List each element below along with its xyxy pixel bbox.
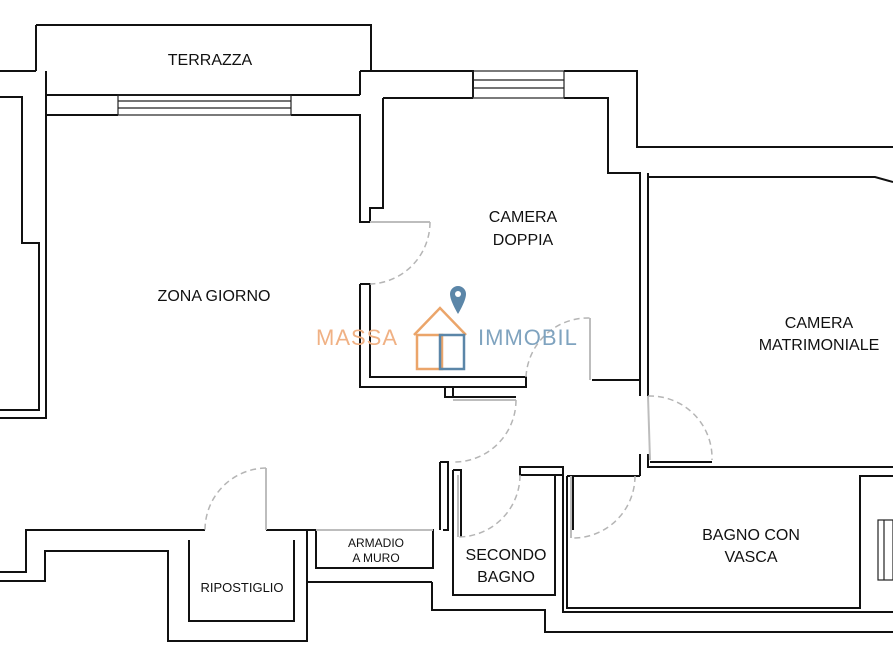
window-camera-doppia <box>472 70 565 99</box>
watermark-left-text: MASSA <box>316 325 398 350</box>
label-camera-doppia-2: DOPPIA <box>493 232 554 249</box>
house-icon <box>413 286 467 371</box>
top-wall <box>360 70 893 148</box>
label-zona-giorno: ZONA GIORNO <box>158 288 271 305</box>
watermark-logo: MASSA IMMOBIL <box>316 286 578 371</box>
inner-top-wall <box>45 95 370 223</box>
house-body-icon <box>415 333 444 371</box>
door-matrimoniale-leaf <box>647 395 651 461</box>
windows <box>117 70 893 581</box>
watermark-right-text: IMMOBIL <box>478 325 578 350</box>
house-body-blue-icon <box>438 333 466 371</box>
door-corridor-arc <box>525 317 591 378</box>
label-terrazza: TERRAZZA <box>168 52 253 69</box>
label-armadio-1: ARMADIO <box>348 536 404 550</box>
left-wall <box>0 96 47 419</box>
door-secondo-bagno-arc <box>457 474 521 538</box>
window-bagno-vasca <box>877 519 893 581</box>
label-secondo-bagno-2: BAGNO <box>477 569 535 586</box>
door-camera-doppia-arc <box>369 221 431 285</box>
bagno-vasca-walls <box>562 467 893 613</box>
label-camera-matrimoniale-1: CAMERA <box>785 315 854 332</box>
label-camera-doppia-1: CAMERA <box>489 209 558 226</box>
bottom-walls <box>0 529 893 642</box>
corridor-walls <box>439 396 516 531</box>
label-ripostiglio: RIPOSTIGLIO <box>200 580 283 595</box>
label-bagno-vasca-1: BAGNO CON <box>702 527 800 544</box>
secondo-bagno-walls <box>452 466 564 596</box>
camera-matrimoniale-walls <box>639 173 893 476</box>
room-labels: TERRAZZA ZONA GIORNO CAMERA DOPPIA CAMER… <box>158 52 880 595</box>
walls <box>0 24 893 642</box>
door-bagno-vasca-arc <box>570 475 636 539</box>
location-pin-icon <box>450 286 466 314</box>
doors <box>204 221 713 539</box>
door-ripostiglio-arc <box>204 467 267 531</box>
house-roof-icon <box>413 306 467 336</box>
camera-doppia-walls <box>359 97 641 398</box>
label-secondo-bagno-1: SECONDO <box>466 547 547 564</box>
door-matrimoniale-arc <box>647 395 713 461</box>
door-hall-arc <box>452 399 517 463</box>
label-camera-matrimoniale-2: MATRIMONIALE <box>759 337 880 354</box>
label-armadio-2: A MURO <box>352 551 399 565</box>
label-bagno-vasca-2: VASCA <box>724 549 777 566</box>
window-zona-giorno <box>117 94 292 116</box>
